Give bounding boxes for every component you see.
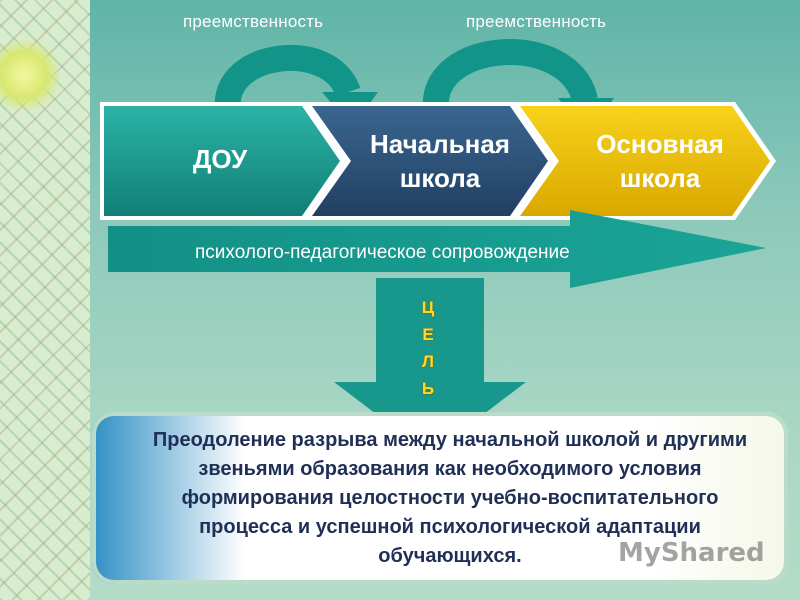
stage-label-basic-line1: Основная [596,129,724,159]
decorative-left-strip [0,0,90,600]
stage-label-dou: ДОУ [192,144,248,174]
goal-letter: Ь [421,379,435,398]
goal-letter: Е [422,325,434,344]
goal-box [92,412,788,584]
goal-letter: Л [422,352,434,371]
myshared-logo-icon: MyShared [618,538,765,568]
stage-label-basic: Основная школа [565,127,755,195]
goal-letter: Ц [421,298,435,317]
goal-text: Преодоление разрыва между начальной школ… [152,429,748,567]
stage-chevron-basic [513,102,776,220]
continuity-label-left: преемственность [183,12,324,31]
stage-chevron-primary [305,102,554,220]
goal-word: Ц Е Л Ь [413,294,443,402]
support-band-label: психолого-педагогическое сопровождение [195,242,570,263]
goal-down-arrow [334,278,526,455]
continuity-label-right: преемственность [466,12,607,31]
stage-label-primary-line1: Начальная [370,129,510,159]
stage-label-basic-line2: школа [619,163,701,193]
decorative-accent [0,40,60,110]
stage-label-primary-line2: школа [399,163,481,193]
stage-chevron-dou [100,102,346,220]
support-band-arrow [108,210,766,288]
stage-label-primary: Начальная школа [340,127,540,195]
